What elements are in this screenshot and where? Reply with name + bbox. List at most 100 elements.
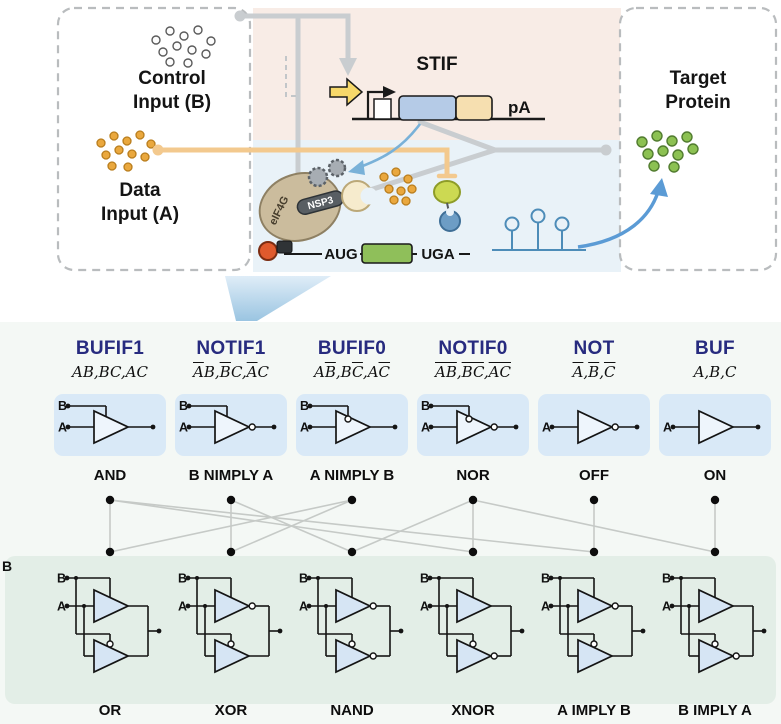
zoom-funnel [225, 276, 331, 321]
circuit-label-4: A IMPLY B [557, 702, 631, 719]
circuit-label-0: OR [98, 702, 122, 719]
cds-box-tan [455, 95, 493, 121]
upper-node-0 [105, 495, 115, 505]
io-label: B [179, 399, 188, 413]
promoter-arrow [366, 90, 385, 119]
data-molecules-mid [379, 167, 417, 206]
buffer-triangle [456, 409, 493, 445]
data-input-label-1: Data [119, 180, 161, 201]
stif-gene-construct: pA STIF [329, 54, 545, 121]
cap-protein [258, 241, 278, 261]
terminal-dot [427, 603, 433, 609]
formula-seg: , [335, 363, 341, 381]
io-label: A [179, 421, 188, 435]
circuit-b-imply-a: BA [662, 572, 767, 674]
aug-mask [322, 245, 360, 262]
buffer-triangle [698, 409, 735, 445]
buffer-triangle [214, 409, 251, 445]
data-input-wire [152, 144, 458, 179]
formula-seg: , [599, 363, 604, 381]
io-label: A [57, 600, 66, 614]
gate-title-buf: BUF [695, 338, 735, 359]
io-label: A [300, 421, 309, 435]
gate-title-not: NOT [573, 338, 615, 359]
terminal-dot [392, 424, 398, 430]
formula-seg: , [456, 363, 462, 381]
routing-lines [105, 495, 720, 557]
formula-seg: AB,BC,AC [72, 363, 148, 381]
formula-seg: A [367, 363, 379, 381]
accessory-gear-icon-1 [307, 166, 329, 188]
data-molecules [96, 130, 156, 172]
terminal-dot [65, 403, 71, 409]
lower-node-3 [468, 547, 478, 557]
io-label: A [421, 421, 430, 435]
terminal-dot [428, 403, 434, 409]
terminal-dot [670, 424, 676, 430]
io-label: B [299, 572, 308, 586]
inversion-bubble [227, 640, 235, 648]
circuit-a-imply-b: BA [541, 572, 646, 674]
small-dark-badge [276, 240, 293, 254]
io-label: A [541, 600, 550, 614]
control-molecules [151, 25, 216, 68]
lower-node-5 [710, 547, 720, 557]
translation-complex: eIF4G NSP3 [258, 158, 378, 261]
terminal-dot [156, 628, 162, 634]
operator-box [373, 98, 392, 120]
terminal-dot [549, 424, 555, 430]
io-label: A [58, 421, 67, 435]
terminal-dot [761, 628, 767, 634]
gate-symbol-buf: A [659, 394, 771, 456]
terminal-dot [755, 424, 761, 430]
input-box-border [56, 6, 252, 272]
terminal-dot [513, 424, 519, 430]
buffer-triangle-1 [335, 588, 372, 624]
dashed-connector [285, 56, 300, 97]
inversion-bubble [490, 652, 498, 660]
circuit-or: BA [57, 572, 162, 674]
io-label: A [299, 600, 308, 614]
buffer-triangle-1 [577, 588, 614, 624]
terminal-dot [548, 603, 554, 609]
formula-seg: A [572, 363, 584, 381]
terminal-dot [669, 575, 675, 581]
terminal-dot [277, 628, 283, 634]
formula-seg: A [246, 363, 258, 381]
target-protein-molecules [636, 130, 699, 173]
gate-formula-buf: A,B,C [650, 363, 780, 381]
target-protein-label-1: Target [670, 68, 727, 89]
circuit-nand: BA [299, 572, 404, 674]
inversion-bubble [469, 640, 477, 648]
inversion-bubble [711, 640, 719, 648]
output-arrow [577, 191, 660, 249]
formula-seg: C [603, 363, 616, 381]
formula-seg: A,B,C [693, 363, 737, 381]
terminal-dot [634, 424, 640, 430]
gate-formula-bufif0: AB,BC,AC [287, 363, 417, 381]
output-box: Target Protein [618, 6, 778, 272]
data-input-label-2: Input (A) [101, 204, 179, 225]
buffer-triangle-2 [456, 638, 493, 674]
wire-cap-right [600, 144, 612, 156]
inversion-bubble [369, 602, 377, 610]
gate-symbol-bufif0: AB [296, 394, 408, 456]
terminal-dot [306, 575, 312, 581]
formula-seg: , [583, 363, 589, 381]
lower-node-2 [347, 547, 357, 557]
buffer-triangle-2 [214, 638, 251, 674]
expression-arrow [359, 123, 422, 169]
gate-symbol-notif1: AB [175, 394, 287, 456]
gate-symbol-notif0: AB [417, 394, 529, 456]
inversion-bubble [490, 423, 498, 431]
control-input-label-1: Control [138, 68, 206, 89]
nsp3-badge-group: NSP3 [296, 190, 345, 216]
io-label: B [421, 399, 430, 413]
buffer-triangle-2 [335, 638, 372, 674]
lower-node-4 [589, 547, 599, 557]
inversion-bubble [348, 640, 356, 648]
connection-line [472, 499, 716, 553]
gate-formula-notif0: AB,BC,AC [408, 363, 538, 381]
inversion-bubble [465, 415, 473, 423]
output-arrowhead [650, 178, 668, 197]
